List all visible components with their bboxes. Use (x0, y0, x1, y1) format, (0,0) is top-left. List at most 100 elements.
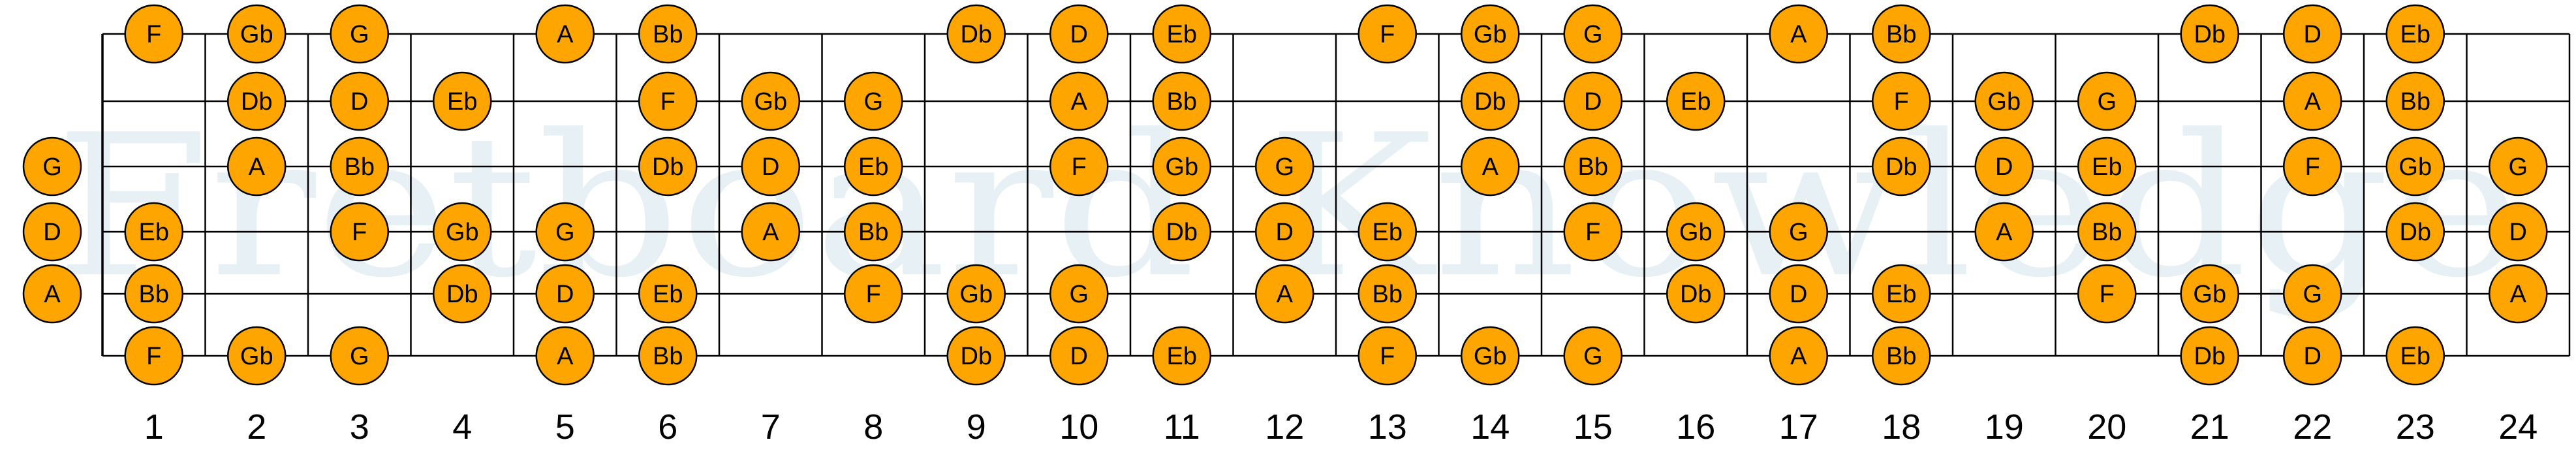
note-label: D (1584, 88, 1602, 116)
note-string-4-fret-16: Gb (1666, 202, 1726, 262)
note-string-4-fret-3: F (330, 202, 389, 262)
note-circle (1769, 264, 1828, 324)
note-string-1-fret-3: G (330, 4, 389, 64)
note-string-2-fret-19: Gb (1974, 71, 2034, 131)
note-label: Bb (1886, 21, 1916, 48)
note-circle (1872, 136, 1931, 197)
note-label: D (350, 88, 368, 116)
note-label: Eb (653, 281, 683, 308)
note-circle (330, 326, 389, 386)
note-string-3-fret-20: Eb (2077, 136, 2137, 197)
note-string-5-fret-5: D (535, 264, 595, 324)
note-circle (433, 71, 492, 131)
note-string-1-fret-21: Db (2180, 4, 2239, 64)
note-string-6-fret-11: Eb (1152, 326, 1211, 386)
note-string-6-fret-18: Bb (1872, 326, 1931, 386)
note-label: Gb (2398, 153, 2432, 181)
note-label: Db (1885, 153, 1917, 181)
note-string-1-fret-2: Gb (227, 4, 287, 64)
note-circle (946, 264, 1006, 324)
note-string-3-fret-10: F (1049, 136, 1109, 197)
note-string-6-fret-1: F (124, 326, 183, 386)
note-circle (22, 202, 82, 262)
note-circle (1769, 202, 1828, 262)
note-string-3-fret-24: G (2489, 136, 2548, 197)
note-label: G (863, 88, 883, 116)
note-circle (1666, 264, 1726, 324)
note-label: A (2510, 281, 2527, 308)
note-circle (946, 4, 1006, 64)
note-string-6-fret-9: Db (946, 326, 1006, 386)
note-string-5-fret-22: G (2283, 264, 2342, 324)
note-string-6-fret-3: G (330, 326, 389, 386)
note-circle (1255, 202, 1314, 262)
fret-number-2: 2 (247, 407, 266, 447)
note-circle (741, 71, 800, 131)
note-circle (2283, 136, 2342, 197)
note-circle (1152, 136, 1211, 197)
note-label: G (2303, 281, 2322, 308)
note-circle (22, 264, 82, 324)
note-string-1-fret-14: Gb (1461, 4, 1520, 64)
note-circle (844, 264, 903, 324)
note-string-1-fret-13: F (1358, 4, 1417, 64)
note-label: Gb (240, 21, 273, 48)
fret-number-18: 18 (1882, 407, 1921, 447)
note-label: D (1070, 21, 1088, 48)
note-string-4-fret-20: Bb (2077, 202, 2137, 262)
note-circle (1563, 136, 1622, 197)
fret-number-15: 15 (1574, 407, 1613, 447)
note-circle (227, 71, 287, 131)
note-label: Bb (2400, 88, 2430, 116)
note-string-1-fret-18: Bb (1872, 4, 1931, 64)
note-string-3-fret-23: Gb (2385, 136, 2445, 197)
note-string-5-fret-18: Eb (1872, 264, 1931, 324)
note-string-4-fret-7: A (741, 202, 800, 262)
note-label: Db (2194, 21, 2226, 48)
note-string-3-fret-15: Bb (1563, 136, 1622, 197)
note-circle (1358, 202, 1417, 262)
note-string-6-fret-15: G (1563, 326, 1622, 386)
note-label: Db (241, 88, 273, 116)
open-note-string-4: D (22, 202, 82, 262)
note-string-5-fret-6: Eb (638, 264, 698, 324)
note-label: Eb (139, 219, 169, 246)
note-circle (741, 136, 800, 197)
note-circle (2180, 326, 2239, 386)
note-string-5-fret-16: Db (1666, 264, 1726, 324)
note-string-3-fret-11: Gb (1152, 136, 1211, 197)
note-label: D (1790, 281, 1807, 308)
note-string-3-fret-2: A (227, 136, 287, 197)
note-label: A (1996, 219, 2013, 246)
note-circle (1769, 326, 1828, 386)
note-label: Gb (1474, 21, 1507, 48)
note-circle (2283, 4, 2342, 64)
note-circle (1872, 264, 1931, 324)
fret-number-19: 19 (1985, 407, 2024, 447)
note-circle (2077, 264, 2137, 324)
note-string-4-fret-4: Gb (433, 202, 492, 262)
note-label: Bb (653, 21, 683, 48)
note-circle (638, 264, 698, 324)
note-circle (638, 4, 698, 64)
fret-number-24: 24 (2498, 407, 2537, 447)
note-string-2-fret-20: G (2077, 71, 2137, 131)
note-label: Bb (139, 281, 169, 308)
note-label: F (1894, 88, 1909, 116)
note-label: A (1277, 281, 1294, 308)
note-label: A (1071, 88, 1088, 116)
note-label: A (1790, 343, 1807, 370)
note-label: A (1482, 153, 1499, 181)
note-circle (844, 71, 903, 131)
note-label: D (2304, 21, 2321, 48)
fret-number-7: 7 (761, 407, 781, 447)
note-circle (330, 4, 389, 64)
note-circle (1152, 4, 1211, 64)
note-circle (2489, 264, 2548, 324)
note-label: Db (960, 21, 992, 48)
note-string-3-fret-3: Bb (330, 136, 389, 197)
fret-number-11: 11 (1164, 407, 1200, 447)
note-circle (2077, 136, 2137, 197)
